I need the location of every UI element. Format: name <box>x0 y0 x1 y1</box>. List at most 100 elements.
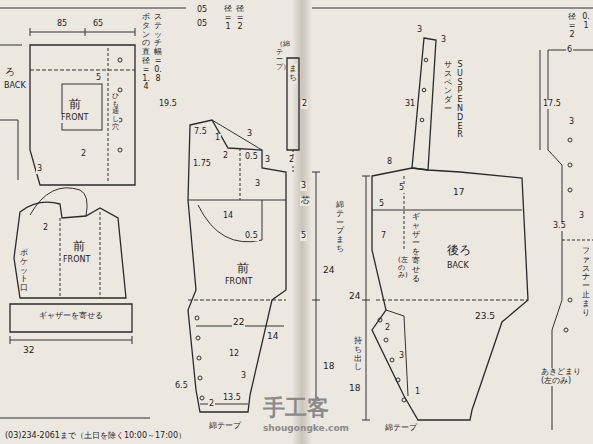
piece-outline-path <box>10 304 132 332</box>
note: 綿テープまち <box>336 200 344 255</box>
pattern-line <box>362 300 370 301</box>
piece-name-en: FRONT <box>62 256 91 265</box>
note: (左のみ) <box>398 256 405 281</box>
dimension: 7 <box>380 232 387 241</box>
note: ろ <box>4 66 16 77</box>
pattern-line <box>0 45 22 46</box>
piece-name: まち <box>289 64 297 84</box>
pattern-line <box>85 28 86 36</box>
pattern-line <box>60 218 61 298</box>
note: BACK <box>3 82 27 91</box>
pattern-line <box>0 8 186 9</box>
pattern-line <box>568 298 572 302</box>
piece-outline-path <box>372 168 528 420</box>
watermark: 手工客 <box>262 396 330 420</box>
note: （綿テープ） <box>276 40 283 73</box>
pattern-line <box>384 338 388 342</box>
pattern-line <box>118 58 122 62</box>
note: 綿テープ <box>384 424 418 433</box>
pattern-line <box>198 376 202 380</box>
lower-left-details <box>10 188 132 344</box>
pattern-piece: 前 FRONT <box>30 45 135 185</box>
pattern-line <box>10 340 132 341</box>
note: ひも通し穴 <box>112 92 119 132</box>
dimension: 12 <box>228 350 240 359</box>
pattern-line <box>562 240 593 241</box>
dimension: 19.5 <box>158 100 178 109</box>
dimension: 2 <box>222 152 229 161</box>
note: 径=2 <box>568 12 576 40</box>
dimension: 3 <box>568 118 575 127</box>
piece-outline-path <box>188 120 286 412</box>
dimension: 24 <box>322 266 335 276</box>
dimension: 3.5 <box>552 222 567 231</box>
rules <box>0 8 593 418</box>
pattern-line <box>62 84 102 130</box>
piece-outline-path <box>287 58 299 150</box>
dimension: 3 <box>416 26 423 35</box>
watermark: shougongke.com <box>262 424 350 434</box>
pattern-line <box>198 200 262 242</box>
pattern-line <box>30 70 135 71</box>
piece-name: 後ろ <box>446 244 472 257</box>
piece-name: 前 <box>72 240 86 253</box>
note: ポケット口 <box>20 248 28 294</box>
pattern-line <box>386 310 408 396</box>
pattern-line <box>362 420 370 421</box>
dimension: 3 <box>240 372 247 381</box>
note: 径=1 <box>224 4 232 32</box>
piece-name-en: BACK <box>446 262 470 271</box>
pattern-line <box>200 396 204 400</box>
pattern-piece: ギャザーを寄せる <box>10 304 132 332</box>
dimension: 3 <box>300 182 307 191</box>
dimension: 23.5 <box>474 312 496 322</box>
note: あきどまり(左のみ) <box>540 368 590 386</box>
piece-name-en: SUSPENDER <box>456 60 464 141</box>
pattern-line <box>540 50 541 150</box>
pattern-line <box>197 356 201 360</box>
dimension: 13.5 <box>222 394 242 403</box>
pattern-line <box>240 148 241 200</box>
piece-outline <box>14 198 126 298</box>
dimension: 05 <box>196 6 208 15</box>
piece-outline-path <box>14 202 126 298</box>
dimension: 2 <box>301 100 308 109</box>
piece-name: 前 <box>68 98 82 111</box>
pattern-line <box>372 210 522 211</box>
dimension: 0.5 <box>244 232 259 241</box>
right-partial-piece <box>540 50 593 430</box>
dimension: 2 <box>384 324 391 333</box>
dimension: 3 <box>440 36 447 45</box>
pattern-line <box>0 120 18 180</box>
dimension: 2 <box>288 156 295 165</box>
pattern-line <box>195 316 199 320</box>
pattern-line <box>424 58 428 62</box>
dimension: 8 <box>386 158 393 167</box>
pattern-line <box>30 32 135 33</box>
pattern-line <box>422 88 426 92</box>
pattern-line <box>30 28 31 36</box>
dimension: 14 <box>266 332 279 342</box>
pattern-line <box>390 358 394 362</box>
note: ステッチ幅=0.8 <box>154 12 162 84</box>
dimension: 1.75 <box>192 160 212 169</box>
pattern-piece: 後ろ BACK <box>372 168 528 420</box>
piece-name: ギャザーを寄せる <box>38 312 104 321</box>
dimension: 6.5 <box>174 382 189 391</box>
pattern-line <box>362 176 370 177</box>
pattern-line <box>10 336 11 344</box>
pattern-line <box>420 118 424 122</box>
back-piece-details <box>362 58 528 420</box>
dimension: 1 <box>214 134 221 143</box>
dimension: 31 <box>404 100 416 109</box>
note: 綿テープ <box>208 422 242 431</box>
dimension: 17 <box>452 188 465 198</box>
note: 径=2 <box>236 4 244 32</box>
dimension: 3 <box>264 156 271 165</box>
pattern-line <box>568 138 572 142</box>
pattern-line <box>132 336 133 344</box>
piece-name-en: FRONT <box>60 114 89 123</box>
pattern-line <box>312 8 593 9</box>
dimension: 0.1 <box>582 12 590 32</box>
